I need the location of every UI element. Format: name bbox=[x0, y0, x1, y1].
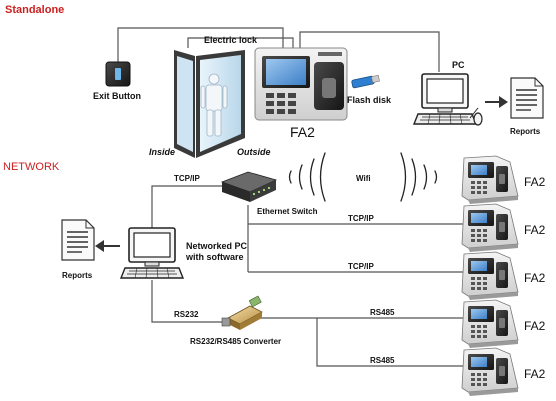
reports-network-label: Reports bbox=[62, 271, 93, 280]
flash-disk-label: Flash disk bbox=[347, 95, 392, 105]
report-document-icon bbox=[510, 77, 544, 119]
arrow-to-network-reports-icon bbox=[95, 240, 120, 252]
fa2-device-label-2: FA2 bbox=[524, 223, 546, 237]
tcpip-pc-label: TCP/IP bbox=[174, 174, 200, 183]
fa2-terminal-icon-4 bbox=[461, 299, 519, 349]
wifi-waves-icon bbox=[288, 152, 438, 202]
computer-icon bbox=[413, 73, 477, 125]
pc-label: PC bbox=[452, 60, 465, 70]
rs232-label: RS232 bbox=[174, 310, 199, 319]
exit-button-label: Exit Button bbox=[93, 91, 141, 101]
fa2-device-label-5: FA2 bbox=[524, 367, 546, 381]
converter-label: RS232/RS485 Converter bbox=[190, 337, 281, 346]
standalone-wiring bbox=[117, 27, 440, 72]
fa2-terminal-icon bbox=[254, 47, 348, 121]
fa2-terminal-icon-5 bbox=[461, 347, 519, 397]
fa2-device-label-1: FA2 bbox=[524, 175, 546, 189]
section-title-standalone: Standalone bbox=[5, 4, 64, 16]
inside-label: Inside bbox=[149, 147, 175, 157]
arrow-to-reports-icon bbox=[485, 96, 508, 108]
network-report-document-icon bbox=[61, 219, 95, 261]
electric-lock-label: Electric lock bbox=[204, 35, 258, 45]
rs485-2-label: RS485 bbox=[370, 356, 395, 365]
networked-pc-icon bbox=[120, 227, 184, 279]
networked-pc-label-line1: Networked PC bbox=[186, 241, 248, 251]
tcpip-1-label: TCP/IP bbox=[348, 214, 374, 223]
mouse-icon bbox=[469, 107, 483, 126]
fa2-terminal-icon-3 bbox=[461, 251, 519, 301]
converter-icon bbox=[221, 295, 263, 330]
fa2-terminal-icon-2 bbox=[461, 203, 519, 253]
section-title-network: NETWORK bbox=[3, 161, 60, 173]
fa2-standalone-label: FA2 bbox=[290, 124, 315, 140]
ethernet-switch-label: Ethernet Switch bbox=[257, 207, 318, 216]
fa2-device-label-4: FA2 bbox=[524, 319, 546, 333]
door-icon bbox=[174, 50, 245, 158]
exit-button-icon bbox=[105, 61, 131, 87]
fa2-device-label-3: FA2 bbox=[524, 271, 546, 285]
ethernet-switch-icon bbox=[220, 171, 278, 202]
network-wiring bbox=[151, 185, 466, 367]
flash-disk-icon bbox=[351, 74, 380, 89]
reports-standalone-label: Reports bbox=[510, 127, 541, 136]
networked-pc-label-line2: with software bbox=[185, 252, 244, 262]
tcpip-2-label: TCP/IP bbox=[348, 262, 374, 271]
fa2-terminal-icon-1 bbox=[461, 155, 519, 205]
wifi-label: Wifi bbox=[356, 174, 371, 183]
outside-label: Outside bbox=[237, 147, 271, 157]
rs485-1-label: RS485 bbox=[370, 308, 395, 317]
